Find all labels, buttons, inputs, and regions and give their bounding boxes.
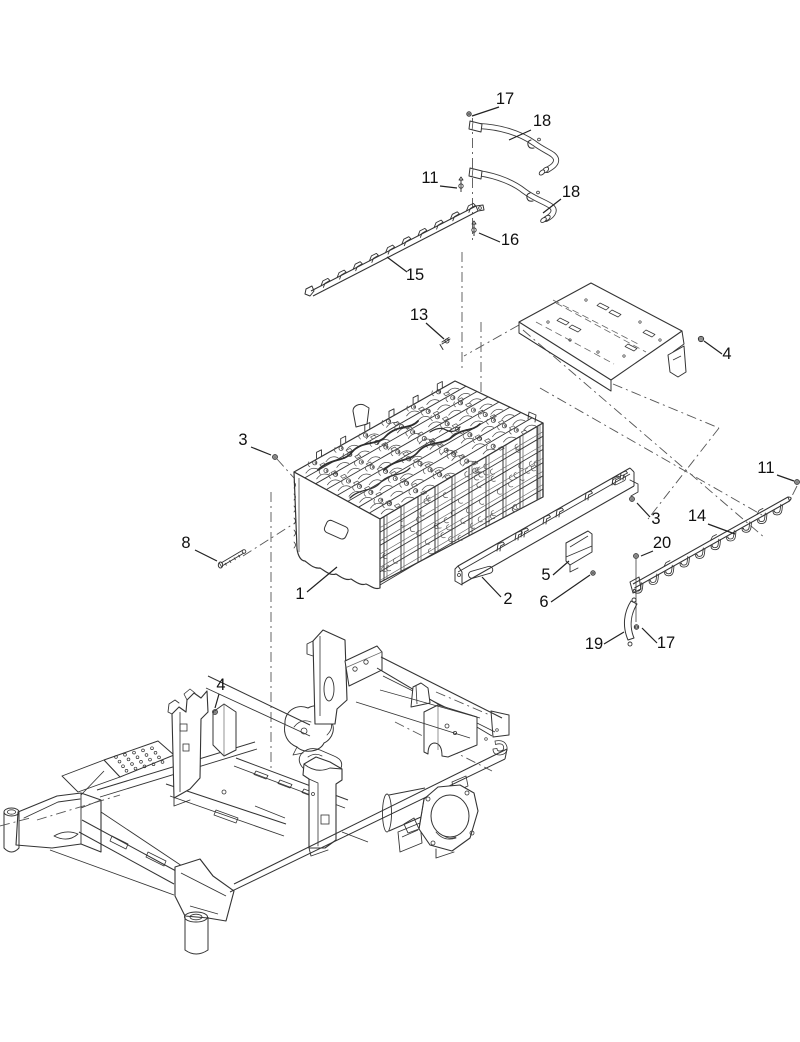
svg-text:4: 4: [722, 345, 731, 363]
svg-text:11: 11: [757, 459, 774, 477]
svg-text:4: 4: [216, 676, 225, 694]
svg-text:5: 5: [541, 566, 550, 584]
svg-text:19: 19: [585, 635, 603, 653]
svg-text:6: 6: [539, 593, 548, 611]
svg-text:11: 11: [421, 169, 438, 187]
svg-text:3: 3: [651, 510, 660, 528]
svg-text:15: 15: [406, 266, 424, 284]
svg-text:17: 17: [496, 90, 514, 108]
svg-text:3: 3: [238, 431, 247, 449]
svg-text:18: 18: [533, 112, 551, 130]
svg-text:18: 18: [562, 183, 580, 201]
svg-text:1: 1: [295, 585, 304, 603]
svg-text:17: 17: [657, 634, 675, 652]
svg-text:16: 16: [501, 231, 519, 249]
svg-text:2: 2: [503, 590, 512, 608]
svg-text:14: 14: [688, 507, 706, 525]
svg-text:20: 20: [653, 534, 671, 552]
svg-text:8: 8: [181, 534, 190, 552]
svg-text:13: 13: [410, 306, 428, 324]
